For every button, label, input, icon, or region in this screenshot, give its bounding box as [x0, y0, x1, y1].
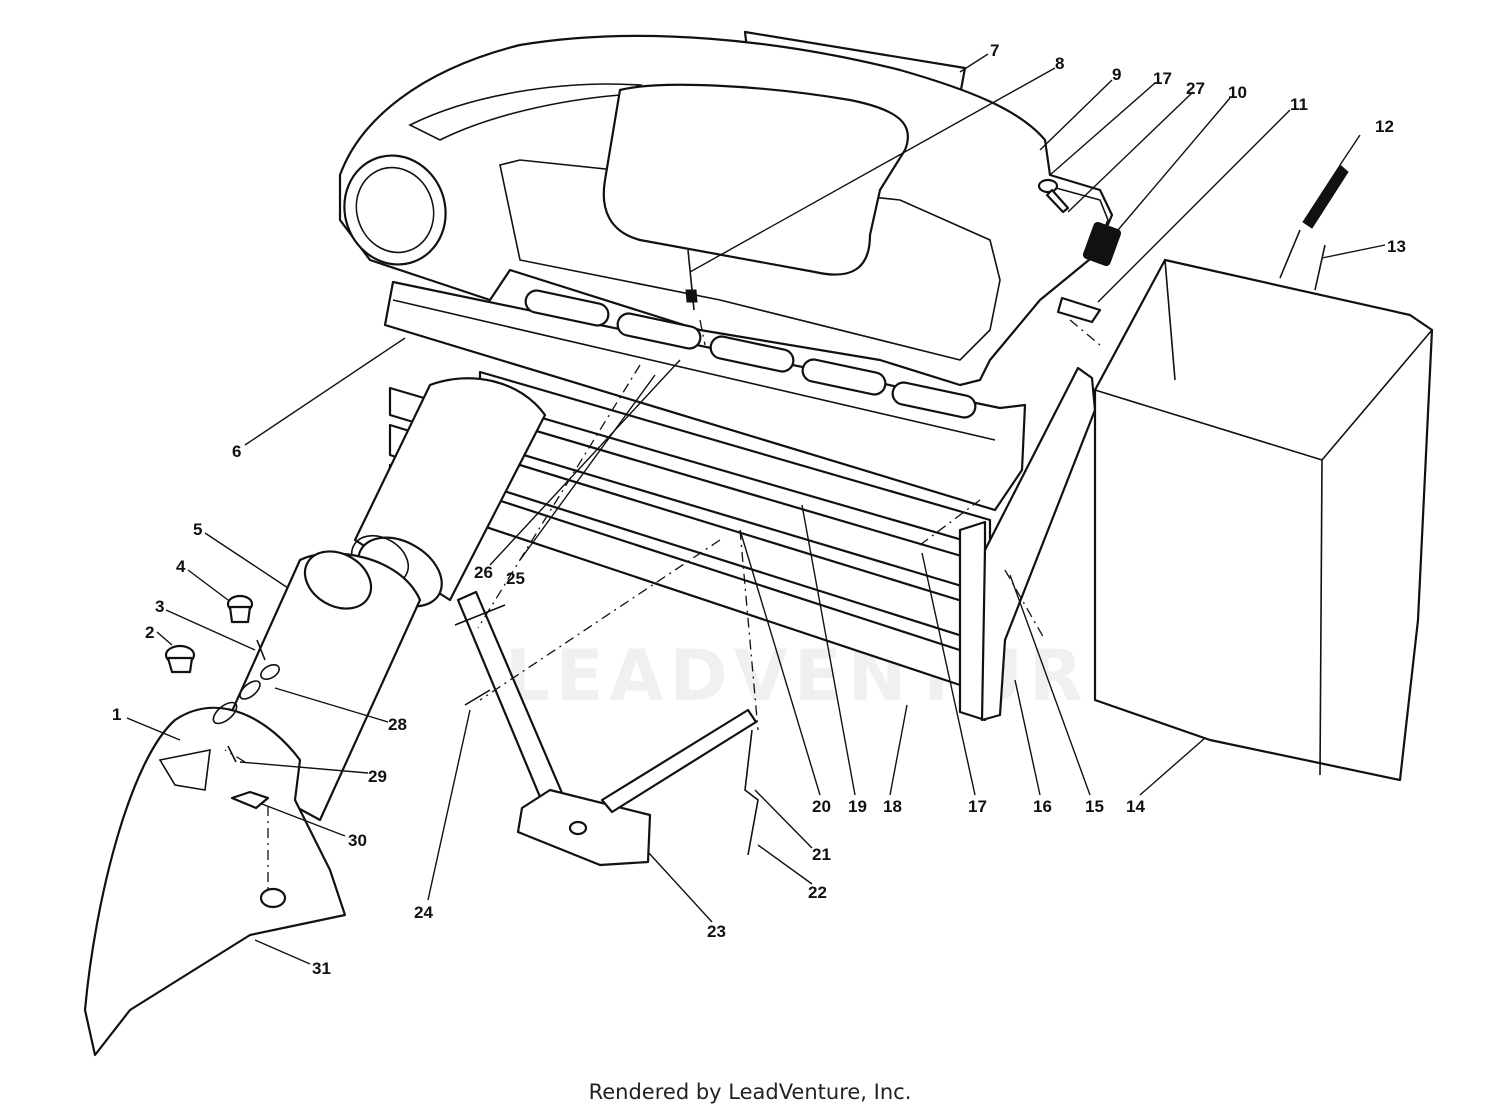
callout-6: 6	[232, 442, 241, 461]
callout-23: 23	[707, 922, 726, 941]
chain-21-22	[744, 729, 759, 856]
callout-25: 25	[506, 569, 525, 588]
bolt-24	[464, 689, 491, 706]
callout-11: 11	[1290, 95, 1308, 114]
callout-8: 8	[1055, 54, 1064, 73]
callout-12: 12	[1375, 117, 1394, 136]
frame-slats	[388, 370, 992, 722]
grass-bag-14	[1093, 258, 1434, 782]
callout-24: 24	[414, 903, 433, 922]
frame-rail-6	[383, 280, 1027, 512]
support-stand-23	[456, 590, 758, 867]
callout-5: 5	[193, 520, 202, 539]
callout-22: 22	[808, 883, 827, 902]
assembly-lines	[224, 319, 1101, 890]
callout-7: 7	[990, 41, 999, 60]
callouts: 1 2 3 4 5 6 7 8 9 10 11 12 13 14 15 16 1…	[112, 41, 1406, 978]
rod-13	[1314, 244, 1326, 291]
callout-3: 3	[155, 597, 164, 616]
callout-27: 27	[1186, 79, 1205, 98]
watermark-text: LEADVENTURE	[505, 635, 1143, 717]
callout-26: 26	[474, 563, 493, 582]
callout-17: 17	[968, 797, 987, 816]
callout-13: 13	[1387, 237, 1406, 256]
callout-14: 14	[1126, 797, 1145, 816]
callout-20: 20	[812, 797, 831, 816]
callout-18: 18	[883, 797, 902, 816]
callout-2: 2	[145, 623, 154, 642]
bolt-top-right	[1037, 178, 1070, 214]
wing-nut-30	[230, 790, 270, 810]
callout-17-top: 17	[1153, 69, 1172, 88]
callout-29: 29	[368, 767, 387, 786]
knob-4	[226, 594, 254, 624]
callout-28: 28	[388, 715, 407, 734]
pin-3	[256, 639, 266, 661]
callout-21: 21	[812, 845, 831, 864]
callout-31: 31	[312, 959, 331, 978]
callout-10: 10	[1228, 83, 1247, 102]
knob-2	[164, 644, 196, 674]
hood-cover	[338, 30, 1114, 387]
leader-lines	[126, 53, 1386, 965]
callout-4: 4	[176, 557, 186, 576]
footer-credit: Rendered by LeadVenture, Inc.	[588, 1080, 912, 1104]
chute-deflector-31	[83, 706, 347, 1057]
strap-11	[1056, 296, 1102, 324]
callout-30: 30	[348, 831, 367, 850]
spring-12	[1279, 164, 1349, 279]
bolt-26-lower	[454, 604, 506, 626]
pin-8	[685, 249, 698, 311]
callout-16: 16	[1033, 797, 1052, 816]
callout-15: 15	[1085, 797, 1104, 816]
callout-9: 9	[1112, 65, 1121, 84]
chain-28	[212, 663, 280, 725]
end-panel-16	[980, 366, 1097, 722]
callout-1: 1	[112, 705, 121, 724]
callout-19: 19	[848, 797, 867, 816]
latch-10	[1082, 221, 1122, 267]
